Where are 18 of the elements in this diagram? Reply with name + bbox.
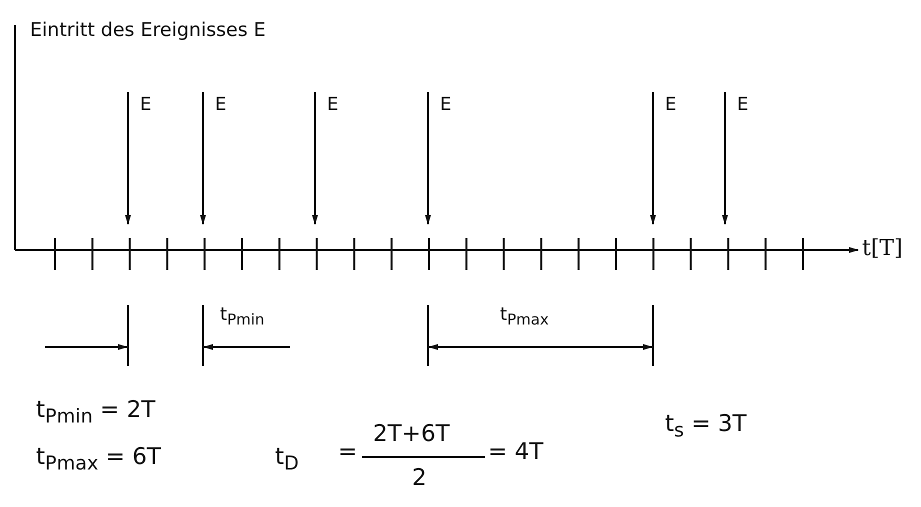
diagram-heading: Eintritt des Ereignisses E [30,20,266,41]
event-label: E [440,95,452,115]
formula-text: = 4T [488,440,544,466]
event-label: E [140,95,152,115]
event-label: E [665,95,676,115]
numerator-text: 2T+6T [373,422,450,448]
event-label: E [737,95,748,115]
interval-label: t$_{Pmin}$ [220,305,264,328]
axis-label: t[T] [862,237,903,262]
event-label: E [215,95,226,115]
formula-text: t$_{Pmin}$ = 2T [36,398,156,427]
event-label: E [327,95,338,115]
formula-text: t$_{s}$ = 3T [665,412,747,441]
formula-text: t$_{D}$ [275,445,299,474]
interval-label: t$_{Pmax}$ [500,305,549,328]
denominator-text: 2 [412,466,427,492]
formula-text: = [338,440,358,466]
formula-text: t$_{Pmax}$ = 6T [36,445,161,474]
